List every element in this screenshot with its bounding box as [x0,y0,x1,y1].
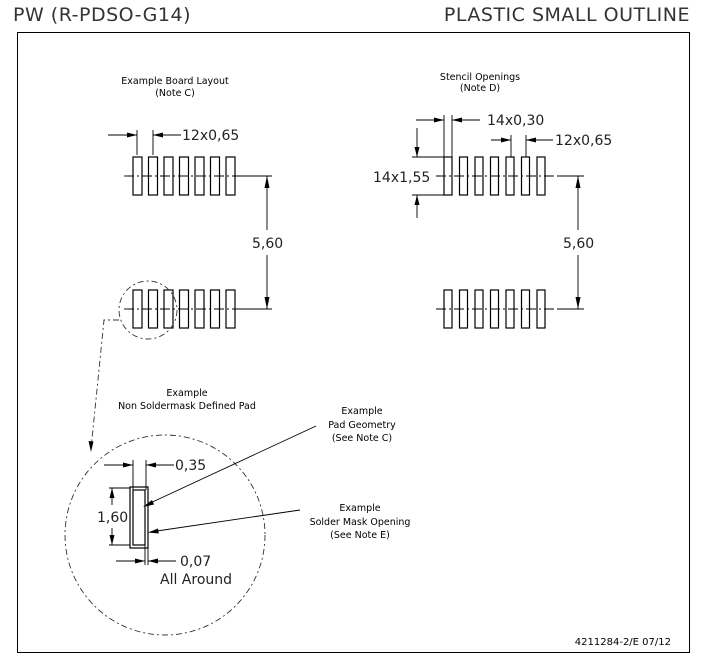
stencil-row-spacing-dimension: 5,60 [557,175,594,310]
arrow-down-icon [575,297,581,309]
mask-callout-line2: Solder Mask Opening [310,517,411,528]
pad-callout-line2: Pad Geometry [328,420,396,431]
arrow-down-icon [264,297,270,309]
pad-width-dimension: 0,35 [104,458,206,490]
stencil-width-dimension: 14x0,30 [416,113,544,158]
detail-circle [64,434,266,636]
pad-geometry [132,489,146,546]
arrow-right-icon [501,137,511,143]
detail-leader-line [90,319,119,450]
mask-callout-line1: Example [339,503,380,514]
arrow-right-icon [135,558,145,564]
board-layout-title: Example Board Layout [121,76,229,87]
board-layout-note: (Note C) [155,88,195,99]
stencil-group: Stencil Openings (Note D) 14x0,30 12x0,6… [373,72,612,329]
stencil-pitch-label: 12x0,65 [555,133,612,149]
arrow-left-icon [526,137,536,143]
drawing-frame [17,32,690,653]
arrow-pointer-icon [148,528,159,534]
package-code-title: PW (R-PDSO-G14) [13,4,191,26]
pad-length-label: 1,60 [97,510,128,526]
board-top-pad-row [124,156,240,196]
arrow-down-icon [109,535,115,545]
clearance-note: All Around [160,572,232,588]
arrow-up-icon [264,176,270,188]
stencil-note: (Note D) [460,83,500,94]
arrow-left-icon [148,558,158,564]
arrow-right-icon [127,132,137,138]
pad-callout-line1: Example [341,406,382,417]
board-bottom-pad-row [124,289,240,329]
stencil-row-spacing-label: 5,60 [563,236,594,252]
drawing-id: 4211284-2/E 07/12 [574,637,671,648]
arrow-up-icon [575,176,581,188]
board-pitch-label: 12x0,65 [182,128,239,144]
detail-subtitle: Non Soldermask Defined Pad [118,401,256,412]
board-pitch-dimension: 12x0,65 [108,128,239,155]
arrow-up-icon [109,488,115,498]
board-row-spacing-dimension: 5,60 [238,175,283,310]
arrow-down-icon [414,147,420,157]
arrow-right-icon [123,462,133,468]
stencil-length-label: 14x1,55 [373,170,430,186]
arrow-pointer-icon [143,500,154,507]
arrow-right-icon [434,117,444,123]
arrow-left-icon [452,117,462,123]
pad-length-dimension: 1,60 [97,487,130,546]
solder-mask-leader [149,509,301,533]
board-row-spacing-label: 5,60 [252,236,283,252]
stencil-length-dimension: 14x1,55 [373,128,444,218]
package-type-title: PLASTIC SMALL OUTLINE [443,4,690,26]
clearance-label: 0,07 [180,554,211,570]
clearance-dimension: 0,07 All Around [116,545,232,588]
detail-title: Example [166,388,207,399]
arrow-left-icon [146,462,156,468]
pad-width-label: 0,35 [175,458,206,474]
stencil-title: Stencil Openings [440,72,520,83]
stencil-bottom-opening-row [436,289,557,329]
board-layout-group: Example Board Layout (Note C) 12x0,65 5,… [88,76,283,452]
mask-callout-line3: (See Note E) [330,530,390,541]
stencil-top-opening-row [436,156,557,196]
stencil-pitch-dimension: 12x0,65 [491,133,612,158]
detail-circle-marker [118,280,178,340]
pad-callout-line3: (See Note C) [332,433,392,444]
arrow-left-icon [153,132,163,138]
detail-view-group: Example Non Soldermask Defined Pad 0,35 … [64,388,411,636]
stencil-width-label: 14x0,30 [487,113,544,129]
arrow-up-icon [414,195,420,205]
arrow-down-icon [88,441,94,452]
pad-geometry-leader [145,425,317,506]
